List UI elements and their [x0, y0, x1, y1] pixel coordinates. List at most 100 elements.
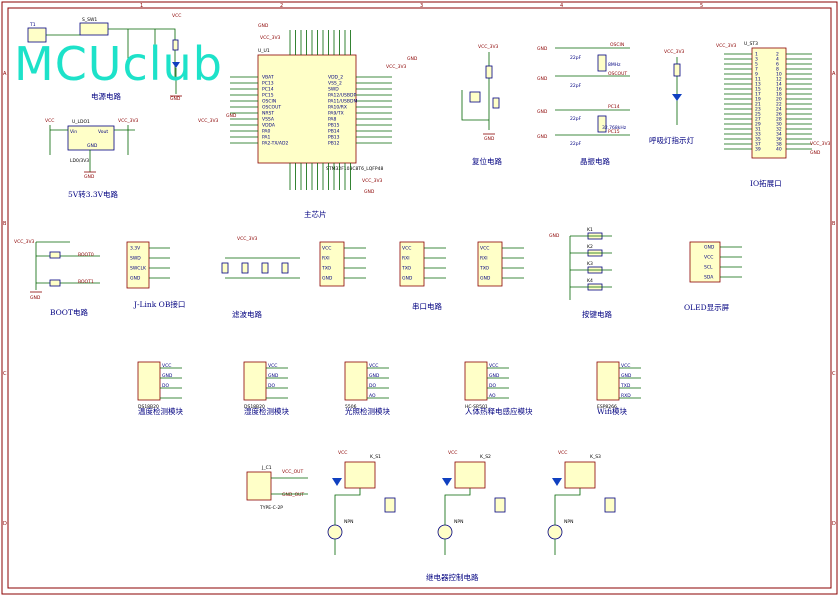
svg-text:S_SW1: S_SW1	[82, 17, 97, 23]
sensor-pin-label: DO	[162, 383, 169, 389]
svg-text:D: D	[3, 521, 7, 527]
relay-ref: K_S3	[590, 454, 601, 460]
sensor-pin-label: VCC	[162, 363, 171, 369]
sensor-pin-label: GND	[162, 373, 173, 379]
zone-markers: 1 2 3 4 5 A B C D A B C D	[3, 3, 836, 527]
svg-text:GND: GND	[87, 143, 98, 149]
svg-text:GND: GND	[537, 76, 548, 82]
svg-text:GND: GND	[30, 295, 41, 301]
swd-pin-label: GND	[130, 276, 141, 282]
relay-wire	[444, 488, 471, 525]
sensor-pin-label: VCC	[489, 363, 498, 369]
io-pin-number: 32	[776, 127, 782, 133]
io-pin-number: 21	[755, 102, 761, 108]
svg-text:VCC_3V3: VCC_3V3	[362, 178, 383, 184]
swd-pin-label: 3.3V	[130, 246, 141, 252]
svg-text:VCC_3V3: VCC_3V3	[386, 64, 407, 70]
sensor-caption: 湿度检测模块	[244, 406, 289, 416]
caption-power: 电源电路	[91, 91, 121, 101]
svg-text:2: 2	[280, 3, 283, 9]
mcu-pin-label: VBAT	[262, 75, 274, 81]
sensor-part: HC-SR501	[465, 404, 488, 410]
key-label: K4	[587, 278, 593, 284]
relay-led	[442, 478, 452, 486]
key-label: K1	[587, 227, 593, 233]
relay-ref: K_S1	[370, 454, 381, 460]
sensor-module	[137, 361, 161, 401]
logo-watermark: MCUclub	[14, 37, 223, 91]
sensor-pin-label: VCC	[621, 363, 630, 369]
svg-text:STM32F103C8T6_LQFP48: STM32F103C8T6_LQFP48	[326, 166, 383, 172]
svg-text:GND: GND	[537, 109, 548, 115]
io-pin-number: 2	[776, 52, 779, 58]
svg-text:GND: GND	[84, 174, 95, 180]
caption-filter: 滤波电路	[232, 309, 262, 319]
svg-text:GND: GND	[537, 46, 548, 52]
mcu-pin-label: PA9/TX	[328, 111, 344, 117]
io-pin-number: 24	[776, 107, 782, 113]
relay-body	[344, 461, 376, 489]
sensor-pin-label: GND	[369, 373, 380, 379]
sensor-module	[243, 361, 267, 401]
svg-text:GND: GND	[549, 233, 560, 239]
svg-text:VCC: VCC	[45, 118, 54, 124]
swd-pin-label: SWCLK	[130, 266, 147, 272]
serial-module	[477, 241, 503, 287]
svg-text:B: B	[832, 221, 836, 227]
mcu-pin-label: PB13	[328, 135, 340, 141]
mcu-pin-label: OSCOUT	[262, 105, 281, 111]
caption-crystal: 晶振电路	[580, 156, 610, 166]
svg-text:GND: GND	[810, 150, 821, 156]
io-pin-number: 34	[776, 132, 782, 138]
mcu-pin-label: PB14	[328, 129, 340, 135]
sensor-pin-label: TXD	[620, 383, 631, 389]
breath-led-circuit: VCC_3V3 呼吸灯指示灯	[649, 49, 694, 145]
mcu-pin-label: VSS_2	[328, 81, 342, 87]
caption-boot: BOOT电路	[50, 307, 88, 317]
caption-keys: 按键电路	[582, 309, 612, 319]
io-pin-number: 14	[776, 82, 782, 88]
svg-text:5: 5	[700, 3, 703, 9]
io-pin-number: 9	[755, 72, 758, 78]
svg-text:VCC_3V3: VCC_3V3	[118, 118, 139, 124]
svg-text:22pF: 22pF	[570, 116, 582, 122]
sensor-pin-label: GND	[489, 373, 500, 379]
relay-led	[332, 478, 342, 486]
svg-text:VCC_3V3: VCC_3V3	[198, 118, 219, 124]
svg-text:VCC_3V3: VCC_3V3	[810, 141, 831, 147]
relay-body	[454, 461, 486, 489]
svg-text:GND: GND	[170, 96, 181, 102]
mcu-pin-label: PA11/USBDM	[328, 99, 357, 105]
svg-text:1: 1	[140, 3, 143, 9]
npn-label: NPN	[564, 519, 573, 525]
svg-text:BOOT0: BOOT0	[78, 252, 94, 258]
oled-pin-label: SDA	[704, 275, 714, 281]
svg-text:VCC_3V3: VCC_3V3	[237, 236, 258, 242]
sensor-pin-label: VCC	[268, 363, 277, 369]
relay-led	[552, 478, 562, 486]
svg-text:J_C1: J_C1	[261, 465, 272, 471]
relay-vcc: VCC	[338, 450, 347, 456]
svg-text:U_U1: U_U1	[258, 48, 270, 54]
caption-breath: 呼吸灯指示灯	[649, 135, 694, 145]
io-pin-number: 33	[755, 132, 761, 138]
svg-text:VCC_3V3: VCC_3V3	[664, 49, 685, 55]
serial-pin-label: TXO	[401, 266, 412, 272]
svg-text:VCC_OUT: VCC_OUT	[282, 469, 303, 475]
mcu-pin-label: PC15	[262, 93, 274, 99]
mcu-pin-label: VDDA	[262, 123, 276, 129]
svg-text:Vout: Vout	[98, 129, 108, 135]
serial-module	[399, 241, 425, 287]
sensor-caption: 人体热释电感应模块	[465, 406, 533, 416]
svg-text:VCC: VCC	[172, 13, 181, 19]
io-pin-number: 20	[776, 97, 782, 103]
typec-power: J_C1 VCC_OUT GND_OUT TYPE-C-2P	[246, 465, 308, 511]
sensor-pin-label: RXD	[621, 393, 631, 399]
sensor-pin-label: AO	[489, 393, 496, 399]
svg-text:GND_OUT: GND_OUT	[282, 492, 304, 498]
io-pin-number: 8	[776, 67, 779, 73]
